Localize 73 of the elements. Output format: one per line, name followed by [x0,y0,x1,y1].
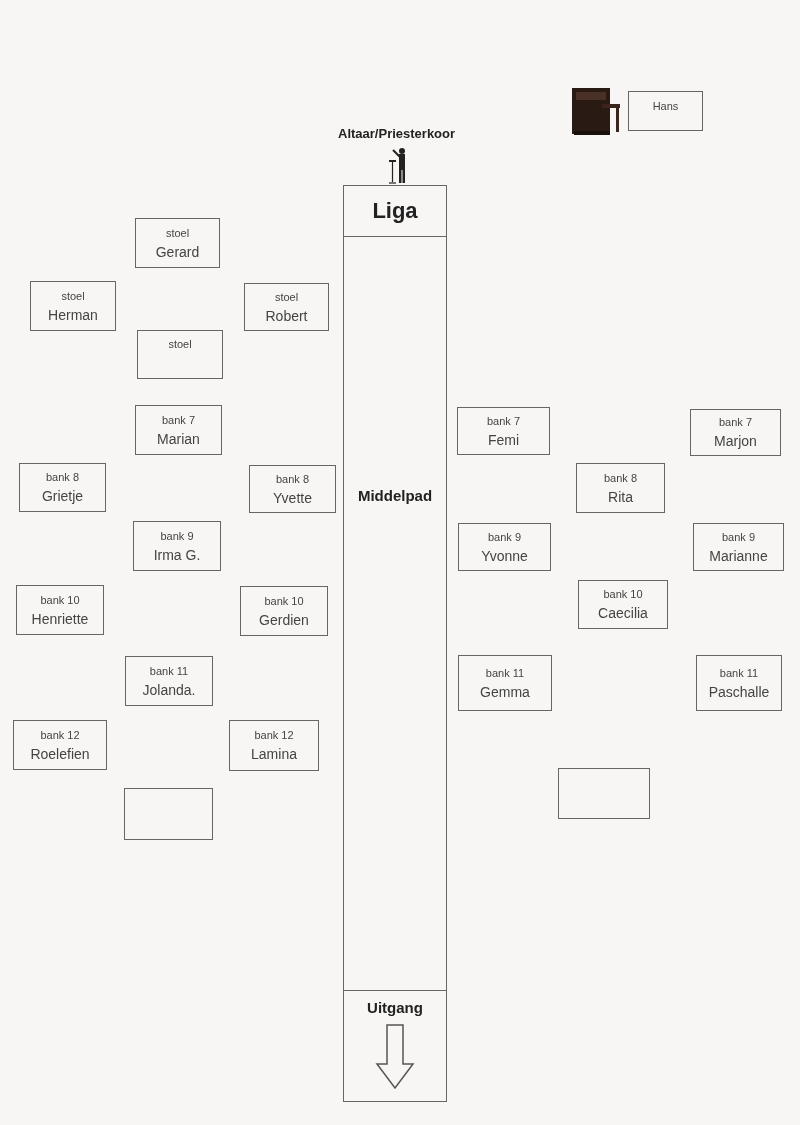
seat-box [125,656,213,706]
seat-label: bank 11 [149,663,189,678]
aisle-label: Middelpad [357,487,433,504]
seat-box [696,655,782,711]
seat-label: bank 8 [276,471,309,486]
name-label: Lamina [251,745,297,763]
seat-label: bank 9 [160,528,194,543]
name-label: Femi [487,430,520,449]
name-label: Gerdien [259,610,309,629]
name-label: Grietje [41,487,84,505]
seat-box [458,523,551,571]
seat-label: bank 12 [40,727,80,742]
name-label: Gemma [480,682,530,701]
seat-label: bank 7 [719,415,752,429]
seat-box [690,409,781,456]
exit-section [343,990,447,1102]
seat-box [137,330,223,379]
seat-box [578,580,668,629]
seat-box [558,768,650,819]
name-label: Roelefien [30,744,90,763]
seat-box [693,523,784,571]
name-label: Marjon [714,432,757,450]
choir-box [343,185,447,237]
name-label: Jolanda. [142,680,196,699]
seat-label: stoel [61,288,85,303]
seat-label: bank 8 [604,470,637,485]
seat-box [19,463,106,512]
seat-box [124,788,213,840]
seat-box [135,218,220,268]
seat-label: bank 12 [254,728,294,742]
aisle-section [343,236,447,991]
seat-label: bank 7 [487,413,520,428]
seat-box [628,91,703,131]
choir-label: Liga [372,198,418,224]
seat-label: bank 7 [162,412,195,427]
seat-label: bank 11 [485,665,525,680]
seat-box [576,463,665,513]
seat-label: bank 8 [46,470,79,484]
seat-label: stoel [165,225,190,240]
seat-box [457,407,550,455]
seat-box [16,585,104,635]
name-label: Herman [48,305,98,324]
seat-box [135,405,222,455]
seat-label: bank 9 [488,529,521,544]
name-label: Paschalle [708,682,770,701]
name-label: Gerard [155,242,200,261]
seat-label: stoel [168,337,192,351]
seat-label: bank 10 [603,587,643,601]
name-label: Robert [265,306,308,325]
seat-box [240,586,328,636]
exit-label: Uitgang [367,999,423,1016]
name-label: Irma G. [153,545,201,564]
seat-box [249,465,336,513]
name-label: Rita [608,487,633,506]
name-label: Henriette [31,609,89,628]
seat-box [30,281,116,331]
area-label: Altaar/Priesterkoor [338,126,456,141]
name-label: Caecilia [598,604,648,622]
seat-box [458,655,552,711]
seat-label: bank 10 [40,592,80,607]
seat-label: stoel [274,289,299,304]
seat-label: bank 9 [722,529,755,544]
seat-box [13,720,107,770]
seat-box [133,521,221,571]
name-label: Marian [157,429,200,448]
seat-box [244,283,329,331]
seat-label: bank 11 [719,665,759,680]
name-label: Yvonne [481,546,528,565]
name-label: Marianne [709,546,768,565]
seat-box [229,720,319,771]
name-label: Hans [652,99,679,113]
name-label: Yvette [273,488,312,507]
seat-label: bank 10 [264,593,304,608]
